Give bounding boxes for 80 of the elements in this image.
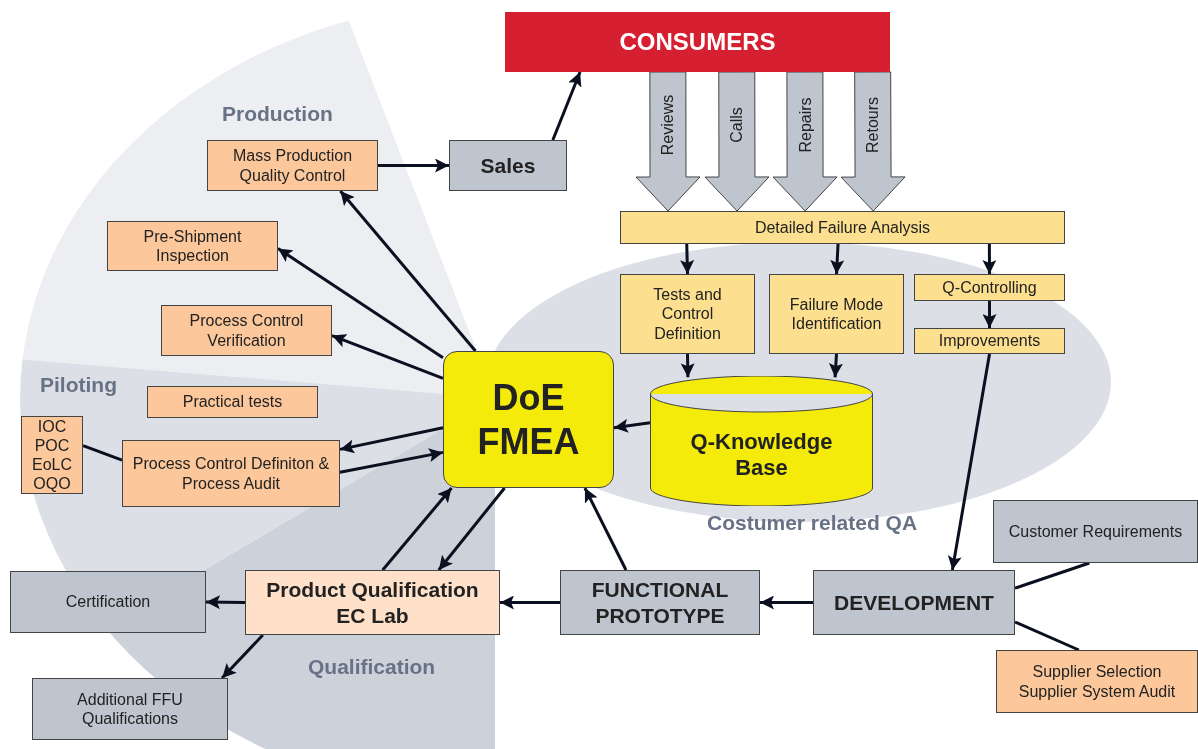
box-label: Process Control Definiton & Process Audit	[131, 454, 331, 493]
arrow	[221, 633, 264, 680]
arrow	[500, 595, 560, 610]
process-box	[245, 570, 500, 635]
arrow	[339, 190, 477, 352]
step-box	[620, 211, 1065, 244]
box-label: Certification	[64, 592, 152, 612]
block-arrow	[840, 71, 906, 212]
connector-line	[1014, 561, 1090, 590]
box-label: CONSUMERS	[618, 27, 777, 57]
process-box	[10, 571, 206, 633]
process-box	[32, 678, 228, 740]
box-label: DEVELOPMENT	[833, 589, 995, 616]
arrow	[339, 426, 444, 454]
box-label: Customer Requirements	[1007, 521, 1184, 542]
arrow	[680, 353, 695, 378]
arrow	[982, 301, 997, 328]
box-label: Product Qualification EC Lab	[265, 577, 480, 628]
region-label: Costumer related QA	[707, 511, 918, 535]
step-box	[914, 274, 1065, 301]
arrow	[760, 595, 813, 610]
task-box	[107, 221, 278, 271]
arrow	[339, 448, 444, 474]
connector-line	[1014, 620, 1080, 652]
step-box	[914, 328, 1065, 354]
header-box	[505, 12, 890, 72]
process-box	[560, 570, 760, 635]
box-label: Mass Production Quality Control	[231, 146, 354, 185]
arrow	[830, 243, 845, 275]
box-label: FUNCTIONAL PROTOTYPE	[590, 577, 730, 628]
task-box	[207, 140, 378, 191]
process-box	[449, 140, 567, 191]
task-box	[122, 440, 340, 507]
process-box	[813, 570, 1015, 635]
edge-label: Repairs	[796, 97, 815, 153]
block-arrow	[704, 71, 770, 212]
arrow	[947, 353, 991, 571]
box-label: Process Control Verification	[188, 311, 305, 350]
box-label: IOC POC EoLC OQO	[31, 416, 73, 494]
arrow	[331, 334, 444, 380]
box-label: Additional FFU Qualifications	[76, 689, 184, 729]
arrow	[277, 247, 444, 360]
box-label: Pre-Shipment Inspection	[142, 226, 243, 266]
box-label: DoE FMEA	[476, 376, 581, 463]
arrow	[205, 595, 246, 610]
arrow	[680, 243, 695, 275]
task-box	[161, 305, 332, 356]
arrow	[583, 487, 628, 571]
arrow	[613, 418, 651, 433]
task-box	[147, 386, 318, 418]
process-box	[993, 500, 1198, 563]
task-box	[21, 416, 83, 494]
arrow	[828, 353, 843, 378]
edge-label: Retours	[863, 96, 882, 153]
box-label: Detailed Failure Analysis	[753, 217, 932, 238]
block-arrow	[635, 71, 701, 212]
box-label: Practical tests	[181, 392, 284, 412]
core-box	[443, 351, 614, 488]
step-box	[620, 274, 755, 354]
block-arrow	[772, 71, 838, 212]
arrow	[982, 244, 997, 274]
connector-line	[82, 444, 123, 462]
box-label: Sales	[479, 152, 537, 179]
box-label: Improvements	[937, 331, 1042, 351]
region-label: Production	[222, 102, 333, 126]
step-box	[769, 274, 904, 354]
region-label: Piloting	[40, 373, 117, 397]
arrow	[381, 487, 453, 571]
arrow	[551, 71, 582, 141]
box-label: Q-Controlling	[941, 277, 1038, 298]
box-label: Supplier Selection Supplier System Audit	[1017, 662, 1177, 701]
edge-label: Calls	[727, 107, 746, 143]
arrow	[437, 487, 506, 571]
arrow	[378, 158, 449, 173]
edge-label: Reviews	[659, 94, 678, 156]
box-label: Failure Mode Identification	[788, 294, 885, 334]
box-label: Tests and Control Definition	[652, 285, 723, 343]
task-box	[996, 650, 1198, 713]
region-label: Qualification	[308, 655, 436, 679]
box-label: Q-Knowledge Base	[689, 428, 834, 482]
